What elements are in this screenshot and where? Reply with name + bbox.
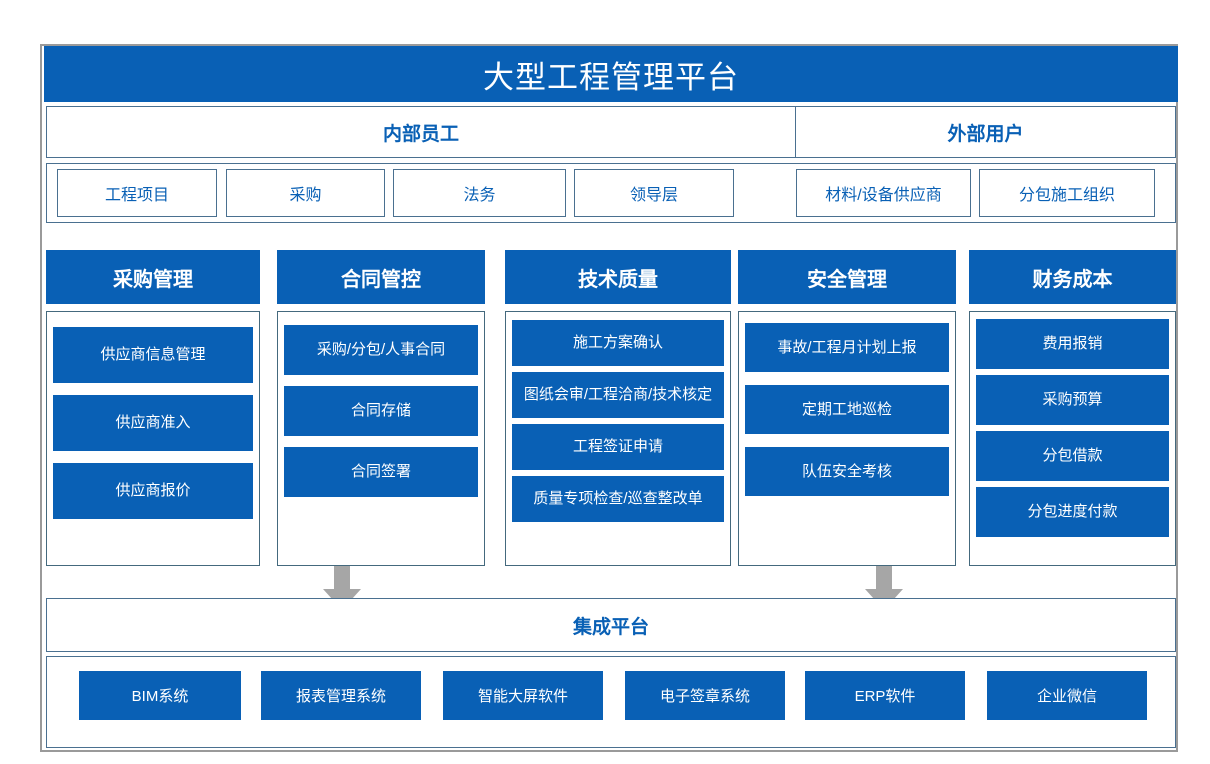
module-items-finance-cost: 费用报销 采购预算 分包借款 分包进度付款 — [969, 311, 1176, 566]
module-column-procurement: 采购管理 供应商信息管理 供应商准入 供应商报价 — [46, 250, 260, 566]
arrow-shaft — [334, 566, 350, 590]
audience-external-label: 外部用户 — [947, 123, 1024, 145]
role-box-leadership[interactable]: 领导层 — [574, 169, 734, 217]
module-item-supplier-admission[interactable]: 供应商准入 — [53, 395, 253, 451]
module-item-subcontract-progress-payment[interactable]: 分包进度付款 — [976, 487, 1169, 537]
role-box-subcontractor-organization[interactable]: 分包施工组织 — [979, 169, 1155, 217]
audience-internal-label: 内部员工 — [47, 107, 796, 157]
module-title-procurement: 采购管理 — [46, 250, 260, 304]
module-item-drawing-review-negotiation-approval[interactable]: 图纸会审/工程洽商/技术核定 — [512, 372, 724, 418]
system-box-smart-large-screen[interactable]: 智能大屏软件 — [443, 671, 603, 720]
roles-band: 工程项目 采购 法务 领导层 材料/设备供应商 分包施工组织 — [46, 163, 1176, 223]
module-column-finance-cost: 财务成本 费用报销 采购预算 分包借款 分包进度付款 — [969, 250, 1176, 566]
page-title: 大型工程管理平台 — [44, 46, 1178, 102]
module-item-accident-monthly-plan-report[interactable]: 事故/工程月计划上报 — [745, 323, 949, 372]
role-box-engineering-project[interactable]: 工程项目 — [57, 169, 217, 217]
module-item-contract-storage[interactable]: 合同存储 — [284, 386, 478, 436]
module-items-technical-quality: 施工方案确认 图纸会审/工程洽商/技术核定 工程签证申请 质量专项检查/巡查整改… — [505, 311, 731, 566]
module-title-finance-cost: 财务成本 — [969, 250, 1176, 304]
system-box-electronic-seal[interactable]: 电子签章系统 — [625, 671, 785, 720]
arrow-shaft — [876, 566, 892, 590]
module-item-periodic-site-inspection[interactable]: 定期工地巡检 — [745, 385, 949, 434]
systems-band: BIM系统 报表管理系统 智能大屏软件 电子签章系统 ERP软件 企业微信 — [46, 656, 1176, 748]
system-box-enterprise-wechat[interactable]: 企业微信 — [987, 671, 1147, 720]
platform-architecture-diagram: 大型工程管理平台 内部员工 外部用户 工程项目 采购 法务 领导层 材料/设备供… — [40, 44, 1178, 752]
module-item-contract-signing[interactable]: 合同签署 — [284, 447, 478, 497]
module-item-construction-plan-confirmation[interactable]: 施工方案确认 — [512, 320, 724, 366]
role-box-material-equipment-supplier[interactable]: 材料/设备供应商 — [796, 169, 971, 217]
module-item-supplier-info-management[interactable]: 供应商信息管理 — [53, 327, 253, 383]
module-item-procurement-budget[interactable]: 采购预算 — [976, 375, 1169, 425]
module-item-procurement-subcontract-hr-contract[interactable]: 采购/分包/人事合同 — [284, 325, 478, 375]
module-item-subcontract-loan[interactable]: 分包借款 — [976, 431, 1169, 481]
audience-band: 内部员工 外部用户 — [46, 106, 1176, 158]
system-box-erp[interactable]: ERP软件 — [805, 671, 965, 720]
integration-platform-label: 集成平台 — [46, 598, 1176, 652]
module-item-supplier-quotation[interactable]: 供应商报价 — [53, 463, 253, 519]
role-box-procurement[interactable]: 采购 — [226, 169, 385, 217]
module-column-contract: 合同管控 采购/分包/人事合同 合同存储 合同签署 — [277, 250, 485, 566]
role-box-legal[interactable]: 法务 — [393, 169, 566, 217]
module-item-engineering-visa-application[interactable]: 工程签证申请 — [512, 424, 724, 470]
system-box-bim[interactable]: BIM系统 — [79, 671, 241, 720]
module-column-safety: 安全管理 事故/工程月计划上报 定期工地巡检 队伍安全考核 — [738, 250, 956, 566]
module-title-safety: 安全管理 — [738, 250, 956, 304]
system-box-report-management[interactable]: 报表管理系统 — [261, 671, 421, 720]
module-item-team-safety-assessment[interactable]: 队伍安全考核 — [745, 447, 949, 496]
module-title-contract: 合同管控 — [277, 250, 485, 304]
module-items-procurement: 供应商信息管理 供应商准入 供应商报价 — [46, 311, 260, 566]
module-item-expense-reimbursement[interactable]: 费用报销 — [976, 319, 1169, 369]
module-items-contract: 采购/分包/人事合同 合同存储 合同签署 — [277, 311, 485, 566]
module-items-safety: 事故/工程月计划上报 定期工地巡检 队伍安全考核 — [738, 311, 956, 566]
module-column-technical-quality: 技术质量 施工方案确认 图纸会审/工程洽商/技术核定 工程签证申请 质量专项检查… — [505, 250, 731, 566]
module-item-quality-inspection-rectification[interactable]: 质量专项检查/巡查整改单 — [512, 476, 724, 522]
module-title-technical-quality: 技术质量 — [505, 250, 731, 304]
